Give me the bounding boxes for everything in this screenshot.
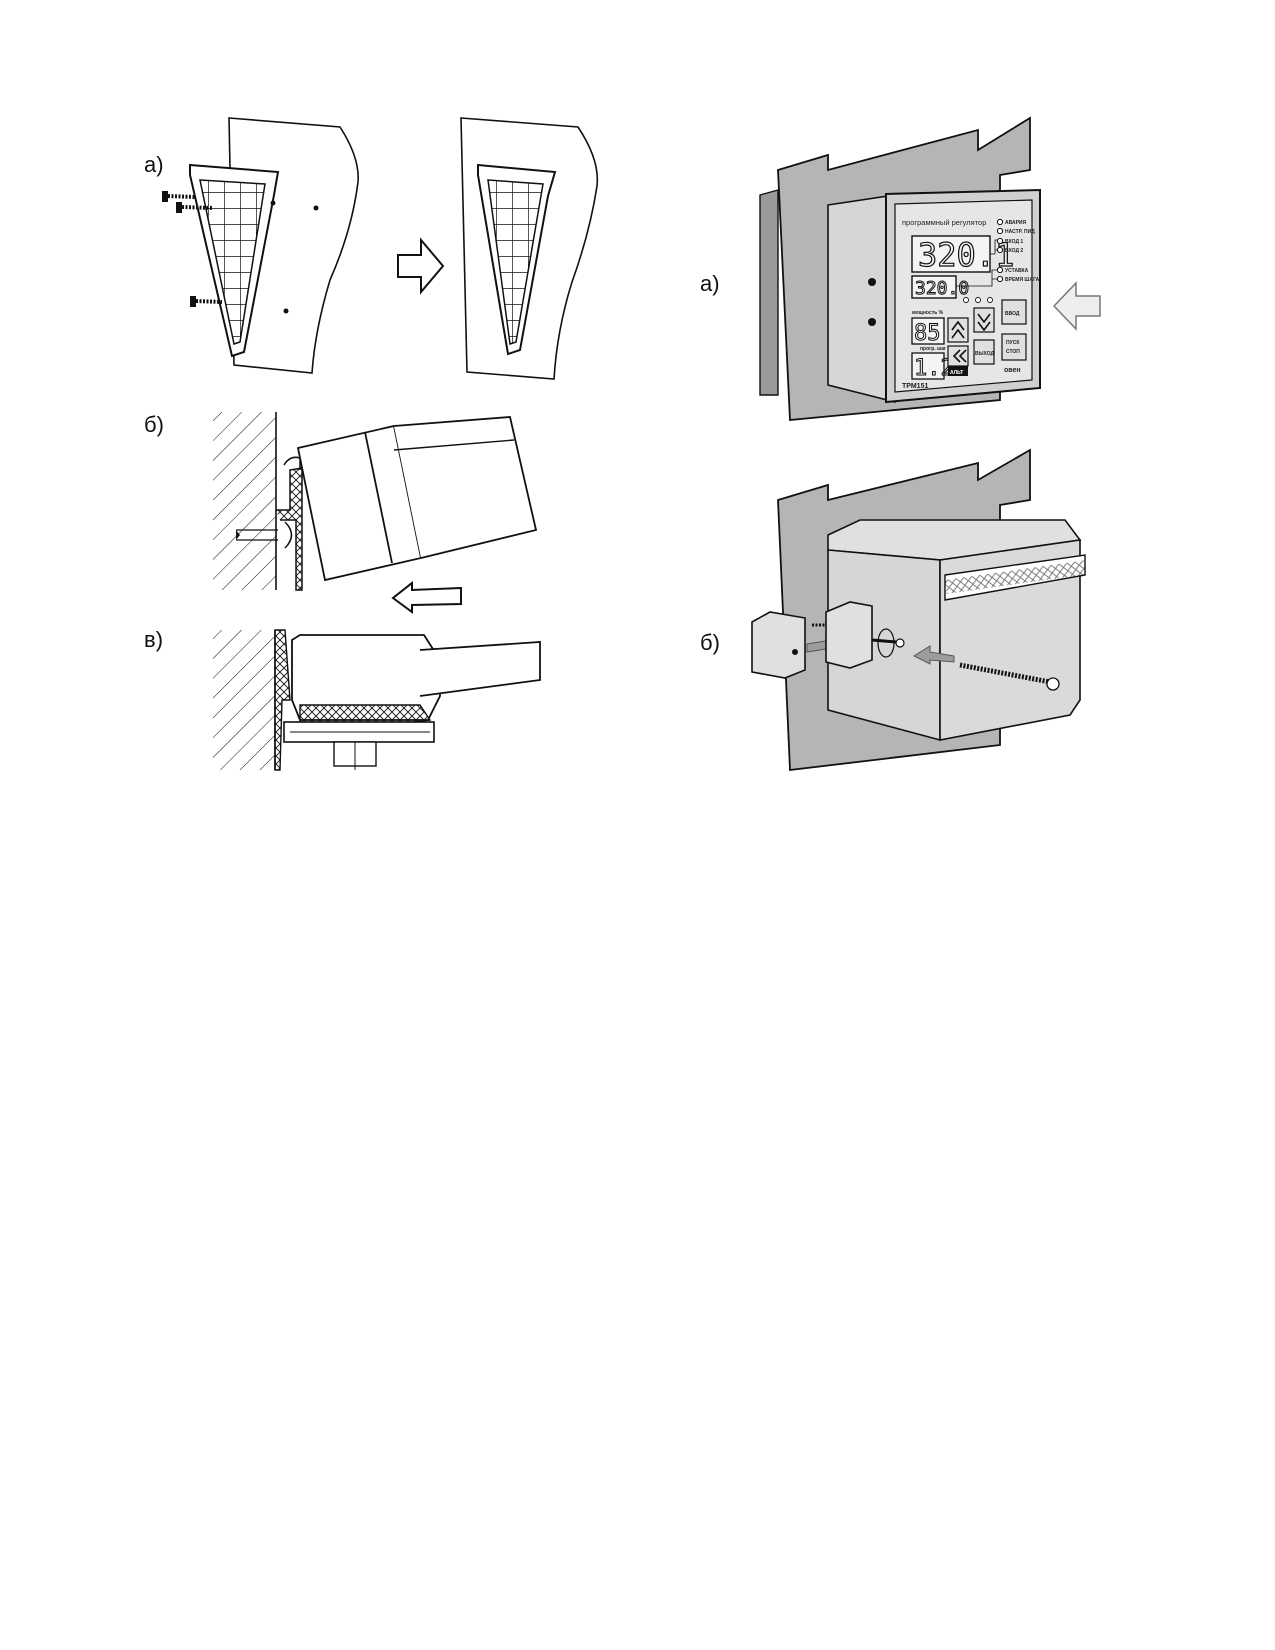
device-title: программный регулятор — [902, 218, 986, 227]
device-model: ТРМ151 — [902, 383, 928, 390]
left-b-diagram — [213, 412, 538, 591]
left-a-before — [162, 117, 359, 374]
down-button[interactable] — [973, 307, 995, 333]
rotate-icon — [877, 628, 895, 658]
led-label-1: АВАРИЯ — [1005, 220, 1027, 226]
step-display — [911, 352, 945, 380]
stop-button-label: СТОП — [1006, 349, 1020, 355]
start-button-label: ПУСК — [1006, 340, 1020, 346]
left-button[interactable] — [947, 345, 969, 367]
led-column — [956, 218, 1004, 287]
up-button[interactable] — [947, 317, 969, 343]
second-display — [911, 275, 957, 299]
power-display-value: 85 — [914, 321, 941, 346]
enter-button[interactable] — [1001, 299, 1027, 325]
led-label-3: ВХОД 1 — [1005, 239, 1023, 245]
start-stop-button[interactable] — [1001, 333, 1027, 361]
step-label: прогр. шаг — [920, 346, 946, 352]
led-label-5: УСТАВКА — [1005, 268, 1029, 274]
left-a-after — [460, 117, 599, 380]
chevron-down-icon — [977, 313, 991, 332]
exit-button-label: ВЫХОД — [975, 351, 995, 357]
label-left-a: а) — [144, 152, 164, 177]
led-label-4: ВХОД 2 — [1005, 248, 1023, 254]
label-left-v: в) — [144, 627, 163, 652]
led-label-6: ВРЕМЯ ШАГА — [1005, 277, 1040, 283]
alt-button[interactable] — [948, 366, 968, 376]
power-display — [911, 317, 945, 345]
led-label-2: НАСТР. ПИД — [1005, 229, 1035, 235]
second-display-value: 320.0 — [915, 278, 969, 299]
label-left-b: б) — [144, 412, 164, 437]
indicator-row — [963, 297, 993, 303]
right-arrow-icon — [397, 237, 445, 295]
right-b-diagram — [751, 448, 1086, 772]
enter-button-label: ВВОД — [1005, 311, 1020, 317]
exit-button[interactable] — [973, 339, 995, 365]
main-display — [911, 235, 991, 273]
chevron-up-icon — [951, 320, 965, 339]
left-arrow-icon-gray — [1052, 281, 1101, 331]
label-right-b: б) — [700, 630, 720, 655]
power-label: мощность % — [912, 310, 944, 316]
screw-icon — [162, 191, 223, 307]
alt-button-label: АЛЬТ — [950, 370, 963, 376]
device-brand: овен — [1004, 367, 1021, 374]
left-v-diagram — [213, 629, 541, 771]
chevron-left-icon — [952, 349, 967, 363]
left-arrow-icon — [391, 580, 462, 614]
label-right-a: а) — [700, 271, 720, 296]
